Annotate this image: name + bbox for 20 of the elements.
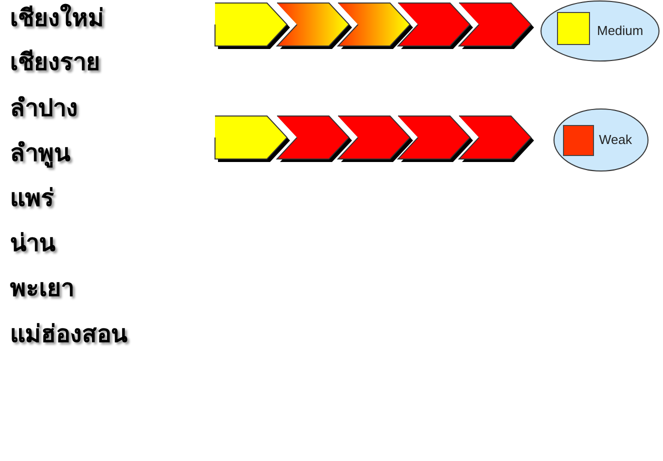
chevron-segment [338, 3, 414, 50]
province-name: ลำพูน [10, 139, 70, 168]
chevron-segment [459, 116, 535, 163]
chevron-segment [277, 3, 353, 50]
province-name: เชียงใหม่ [10, 4, 104, 33]
chevron-segment [398, 116, 474, 163]
chevron-segment [398, 3, 474, 50]
legend-label: Weak [599, 132, 632, 147]
chevron-segment [215, 116, 291, 163]
chevron-segment [338, 116, 414, 163]
province-name: แพร่ [10, 184, 54, 213]
province-name: ลำปาง [10, 94, 78, 123]
chevron-segment [215, 3, 291, 50]
province-name: เชียงราย [10, 48, 100, 77]
chevron-segment [459, 3, 535, 50]
province-name: แม่ฮ่องสอน [10, 320, 127, 349]
province-name: พะเยา [10, 274, 74, 303]
legend-label: Medium [597, 23, 644, 38]
chevron-segment [277, 116, 353, 163]
province-name: น่าน [10, 229, 55, 258]
